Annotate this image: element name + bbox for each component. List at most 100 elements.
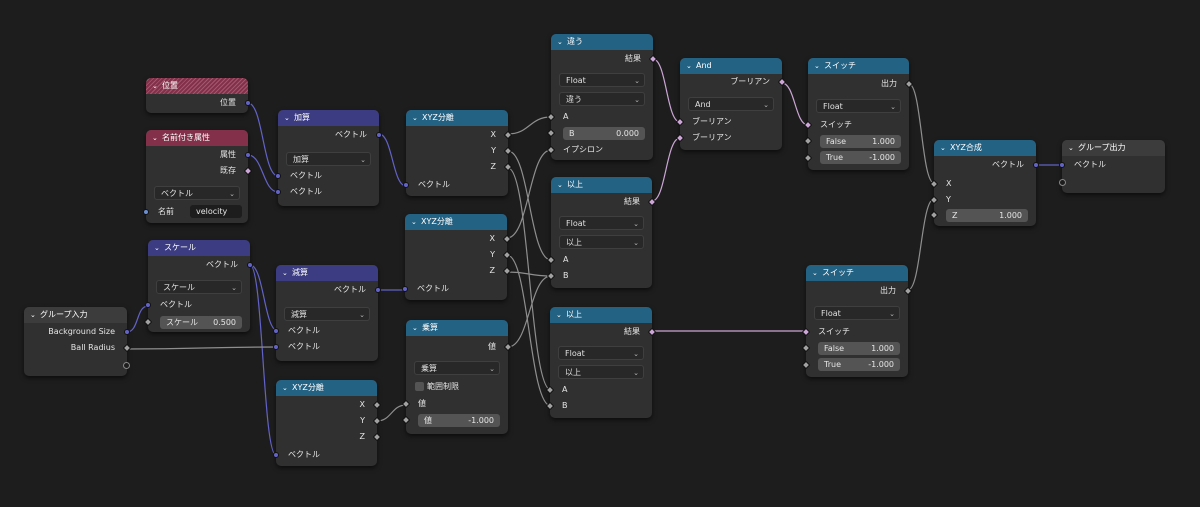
vector-socket-icon[interactable]	[273, 328, 279, 334]
collapse-chevron-icon[interactable]: ⌄	[814, 62, 820, 70]
node-header[interactable]: ⌄以上	[551, 177, 652, 193]
node-header[interactable]: ⌄XYZ分離	[276, 380, 377, 396]
vector-socket-icon[interactable]	[375, 287, 381, 293]
node-link[interactable]	[506, 254, 552, 407]
vector-socket-icon[interactable]	[376, 132, 382, 138]
node-header[interactable]: ⌄名前付き属性	[146, 130, 248, 146]
operation-dropdown[interactable]: 減算⌄	[284, 307, 370, 321]
node-link[interactable]	[247, 102, 279, 177]
separate-xyz-node[interactable]: ⌄XYZ分離 X Y Z ベクトル	[403, 110, 513, 196]
collapse-chevron-icon[interactable]: ⌄	[30, 311, 36, 319]
node-header[interactable]: ⌄乗算	[406, 320, 508, 336]
separate-xyz-node[interactable]: ⌄XYZ分離 X Y Z ベクトル	[402, 214, 512, 300]
node-header[interactable]: ⌄XYZ分離	[406, 110, 508, 126]
empty-socket-icon[interactable]	[123, 362, 130, 369]
vector-socket-icon[interactable]	[1059, 162, 1065, 168]
node-link[interactable]	[507, 275, 552, 348]
separate-xyz-node[interactable]: ⌄XYZ分離 X Y Z ベクトル	[273, 380, 382, 466]
node-header[interactable]: ⌄加算	[278, 110, 379, 126]
node-header[interactable]: ⌄And	[680, 58, 782, 74]
operation-dropdown[interactable]: スケール⌄	[156, 280, 242, 294]
vector-socket-icon[interactable]	[273, 344, 279, 350]
attribute-name-field[interactable]: velocity	[190, 205, 242, 218]
vector-socket-icon[interactable]	[402, 286, 408, 292]
group-input-node[interactable]: ⌄グループ入力 Background Size Ball Radius	[24, 307, 132, 376]
node-link[interactable]	[781, 82, 809, 126]
collapse-chevron-icon[interactable]: ⌄	[152, 134, 158, 142]
vector-socket-icon[interactable]	[273, 452, 279, 458]
collapse-chevron-icon[interactable]: ⌄	[557, 181, 563, 189]
data-type-dropdown[interactable]: Float⌄	[814, 306, 900, 320]
node-link[interactable]	[249, 264, 277, 456]
node-header[interactable]: ⌄位置	[146, 78, 248, 94]
vector-socket-icon[interactable]	[1033, 162, 1039, 168]
collapse-chevron-icon[interactable]: ⌄	[412, 114, 418, 122]
node-link[interactable]	[908, 83, 935, 184]
node-header[interactable]: ⌄スケール	[148, 240, 250, 256]
empty-socket-icon[interactable]	[1059, 179, 1066, 186]
operation-dropdown[interactable]: 加算⌄	[286, 152, 371, 166]
operation-dropdown[interactable]: 以上⌄	[558, 365, 644, 379]
node-link[interactable]	[507, 116, 552, 135]
group-output-node[interactable]: ⌄グループ出力 ベクトル	[1059, 140, 1165, 193]
node-link[interactable]	[651, 137, 681, 202]
node-header[interactable]: ⌄減算	[276, 265, 378, 281]
node-header[interactable]: ⌄XYZ合成	[934, 140, 1036, 156]
vector-socket-icon[interactable]	[247, 262, 253, 268]
data-type-dropdown[interactable]: Float⌄	[559, 73, 645, 87]
collapse-chevron-icon[interactable]: ⌄	[284, 114, 290, 122]
operation-dropdown[interactable]: 以上⌄	[559, 235, 644, 249]
vector-socket-icon[interactable]	[124, 329, 130, 335]
collapse-chevron-icon[interactable]: ⌄	[154, 244, 160, 252]
operation-dropdown[interactable]: 乗算⌄	[414, 361, 500, 375]
collapse-chevron-icon[interactable]: ⌄	[412, 324, 418, 332]
node-header[interactable]: ⌄スイッチ	[806, 265, 908, 281]
data-type-dropdown[interactable]: Float⌄	[558, 346, 644, 360]
collapse-chevron-icon[interactable]: ⌄	[282, 384, 288, 392]
node-link[interactable]	[126, 346, 279, 350]
vector-socket-icon[interactable]	[245, 152, 251, 158]
node-header[interactable]: ⌄グループ入力	[24, 307, 127, 323]
node-link[interactable]	[907, 198, 935, 291]
data-type-dropdown[interactable]: Float⌄	[816, 99, 901, 113]
boolean-and-node[interactable]: ⌄And ブーリアン And⌄ ブーリアン ブーリアン	[675, 58, 787, 150]
node-header[interactable]: ⌄以上	[550, 307, 652, 323]
node-link[interactable]	[378, 133, 407, 187]
collapse-chevron-icon[interactable]: ⌄	[411, 218, 417, 226]
vector-add-node[interactable]: ⌄加算 ベクトル 加算⌄ ベクトル ベクトル	[275, 110, 382, 206]
data-type-dropdown[interactable]: Float⌄	[559, 216, 644, 230]
node-header[interactable]: ⌄スイッチ	[808, 58, 909, 74]
compare-greater-equal-node[interactable]: ⌄以上 結果 Float⌄ 以上⌄ A B	[545, 307, 657, 418]
vector-socket-icon[interactable]	[403, 182, 409, 188]
string-socket-icon[interactable]	[143, 209, 149, 215]
clamp-checkbox[interactable]	[415, 382, 424, 391]
collapse-chevron-icon[interactable]: ⌄	[812, 269, 818, 277]
true-value-field[interactable]: True-1.000	[820, 151, 901, 164]
value-field[interactable]: 値-1.000	[418, 414, 500, 427]
collapse-chevron-icon[interactable]: ⌄	[940, 144, 946, 152]
node-link[interactable]	[506, 271, 552, 277]
vector-socket-icon[interactable]	[245, 100, 251, 106]
vector-socket-icon[interactable]	[275, 189, 281, 195]
operation-dropdown[interactable]: 違う⌄	[559, 92, 645, 106]
node-link[interactable]	[506, 149, 552, 239]
node-link[interactable]	[247, 154, 279, 193]
vector-socket-icon[interactable]	[145, 302, 151, 308]
vector-socket-icon[interactable]	[275, 173, 281, 179]
node-header[interactable]: ⌄XYZ分離	[405, 214, 507, 230]
collapse-chevron-icon[interactable]: ⌄	[1068, 144, 1074, 152]
position-node[interactable]: ⌄位置 位置	[146, 78, 251, 113]
node-link[interactable]	[507, 150, 552, 261]
true-value-field[interactable]: True-1.000	[818, 358, 900, 371]
node-link[interactable]	[507, 167, 552, 391]
